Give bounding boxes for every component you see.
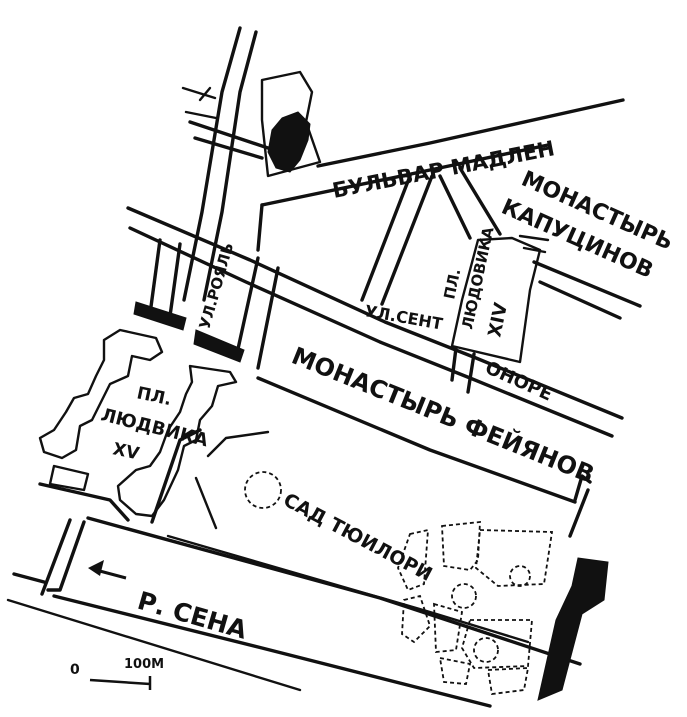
rue-saint-honore-north-edge <box>126 206 624 420</box>
boulevard-madeleine-north-edge <box>316 98 625 168</box>
road-network <box>6 26 642 708</box>
rue-saint-honore-south-edge <box>128 226 614 438</box>
rue-royale-lower-east <box>168 242 182 318</box>
label-concorde-1: ПЛ. <box>135 383 173 410</box>
rue-de-la-paix-east-edge <box>458 166 502 236</box>
tuileries-garden-dashed <box>244 471 554 696</box>
concorde-small-line <box>194 430 270 530</box>
boulevard-west-link <box>256 203 264 252</box>
scale-line <box>89 676 152 690</box>
tuileries-east-road <box>568 488 590 538</box>
label-vendome-3: XIV <box>484 301 512 339</box>
rue-castiglione-east-edge <box>380 174 434 306</box>
river-flow-arrow-icon <box>88 560 127 580</box>
label-river-seine: Р. СЕНА <box>134 586 250 645</box>
tuileries-palace <box>537 557 609 701</box>
rue-royale-lower-west <box>148 238 162 316</box>
scale-zero-label: 0 <box>70 662 80 678</box>
label-feuillants: МОНАСТЫРЬ ФЕЙЯНОВ <box>288 341 599 489</box>
church-cross-street <box>188 120 270 160</box>
place-vendome-outline <box>450 236 542 364</box>
rue-de-la-paix-west-edge <box>438 174 472 240</box>
concorde-south-road <box>150 428 202 524</box>
scale-bar: 0 100М <box>70 657 164 690</box>
label-vendome-1: ПЛ. <box>440 267 464 301</box>
seine-far-bank <box>6 598 302 692</box>
boulevard-madeleine-south-edge <box>260 143 550 207</box>
label-tuileries: САД ТЮИЛОРИ <box>280 489 436 586</box>
concorde-east-street-west <box>234 256 260 360</box>
label-concorde-3: XV <box>111 439 142 464</box>
place-louis-xv-outline <box>38 328 238 518</box>
concorde-west-block <box>48 464 90 492</box>
seine-south-bank <box>52 594 492 708</box>
madeleine-church-icon <box>267 111 311 173</box>
capucins-stub <box>518 234 550 254</box>
vendome-link-road <box>450 346 476 394</box>
tuileries-north-terrace <box>166 534 530 644</box>
quay-road-west <box>12 518 72 596</box>
scale-distance-label: 100М <box>124 657 164 672</box>
buildings <box>133 111 609 701</box>
rue-castiglione-west-edge <box>360 174 412 302</box>
rue-de-rivoli-north <box>256 376 577 504</box>
label-rue-royale: УЛ.РОЯЛЬ <box>196 241 238 331</box>
label-boulevard-madeleine: БУЛЬВАР МАДЛЕН <box>330 136 556 203</box>
madeleine-square-outline <box>260 70 322 178</box>
crillon-building-east <box>193 329 245 363</box>
crillon-building-west <box>133 301 187 331</box>
capucins-road <box>532 260 642 320</box>
seine-inner-bank <box>46 520 86 592</box>
concorde-south-west-road <box>38 482 130 522</box>
feuillants-east-edge <box>573 474 592 502</box>
nw-stub-roads <box>181 86 218 120</box>
rue-royale-east-edge <box>202 30 258 302</box>
concorde-east-street-east <box>256 266 280 370</box>
